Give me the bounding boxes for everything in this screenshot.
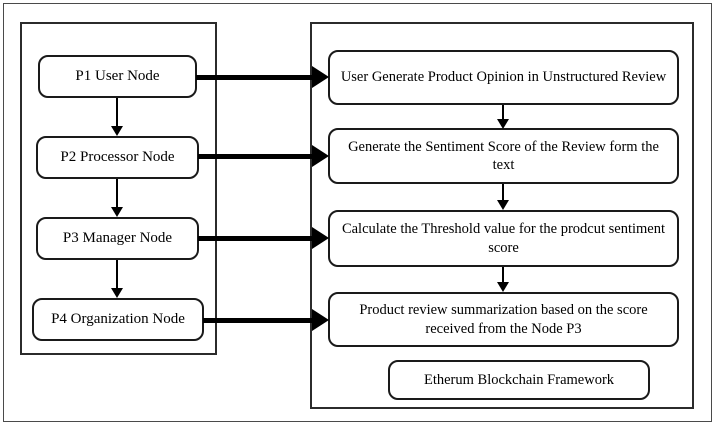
- connector-s2-to-s3-arrow: [496, 184, 510, 211]
- node-p2-processor[interactable]: P2 Processor Node: [36, 136, 199, 179]
- connector-s1-to-s2-arrow: [496, 105, 510, 129]
- step-calculate-threshold[interactable]: Calculate the Threshold value for the pr…: [328, 210, 679, 267]
- connector-p2-to-p3-arrow: [110, 179, 124, 217]
- connector-p3-to-p4-arrow: [110, 260, 124, 298]
- participant-nodes-panel: [20, 22, 217, 355]
- connector-p1-to-p2-arrow: [110, 98, 124, 136]
- process-steps-panel: [310, 22, 694, 409]
- connector-s3-to-s4-arrow: [496, 267, 510, 293]
- connector-p3-to-step3-arrow: [198, 226, 329, 250]
- connector-p4-to-step4-arrow: [203, 308, 329, 332]
- etherum-blockchain-framework-box[interactable]: Etherum Blockchain Framework: [388, 360, 650, 400]
- node-p1-user[interactable]: P1 User Node: [38, 55, 197, 98]
- step-user-generate-opinion[interactable]: User Generate Product Opinion in Unstruc…: [328, 50, 679, 105]
- figure-outer-border: [3, 3, 712, 422]
- step-generate-sentiment-score[interactable]: Generate the Sentiment Score of the Revi…: [328, 128, 679, 184]
- step-product-review-summarization[interactable]: Product review summarization based on th…: [328, 292, 679, 347]
- node-p3-manager[interactable]: P3 Manager Node: [36, 217, 199, 260]
- connector-p2-to-step2-arrow: [198, 144, 329, 168]
- node-p4-organization[interactable]: P4 Organization Node: [32, 298, 204, 341]
- connector-p1-to-step1-arrow: [196, 65, 329, 89]
